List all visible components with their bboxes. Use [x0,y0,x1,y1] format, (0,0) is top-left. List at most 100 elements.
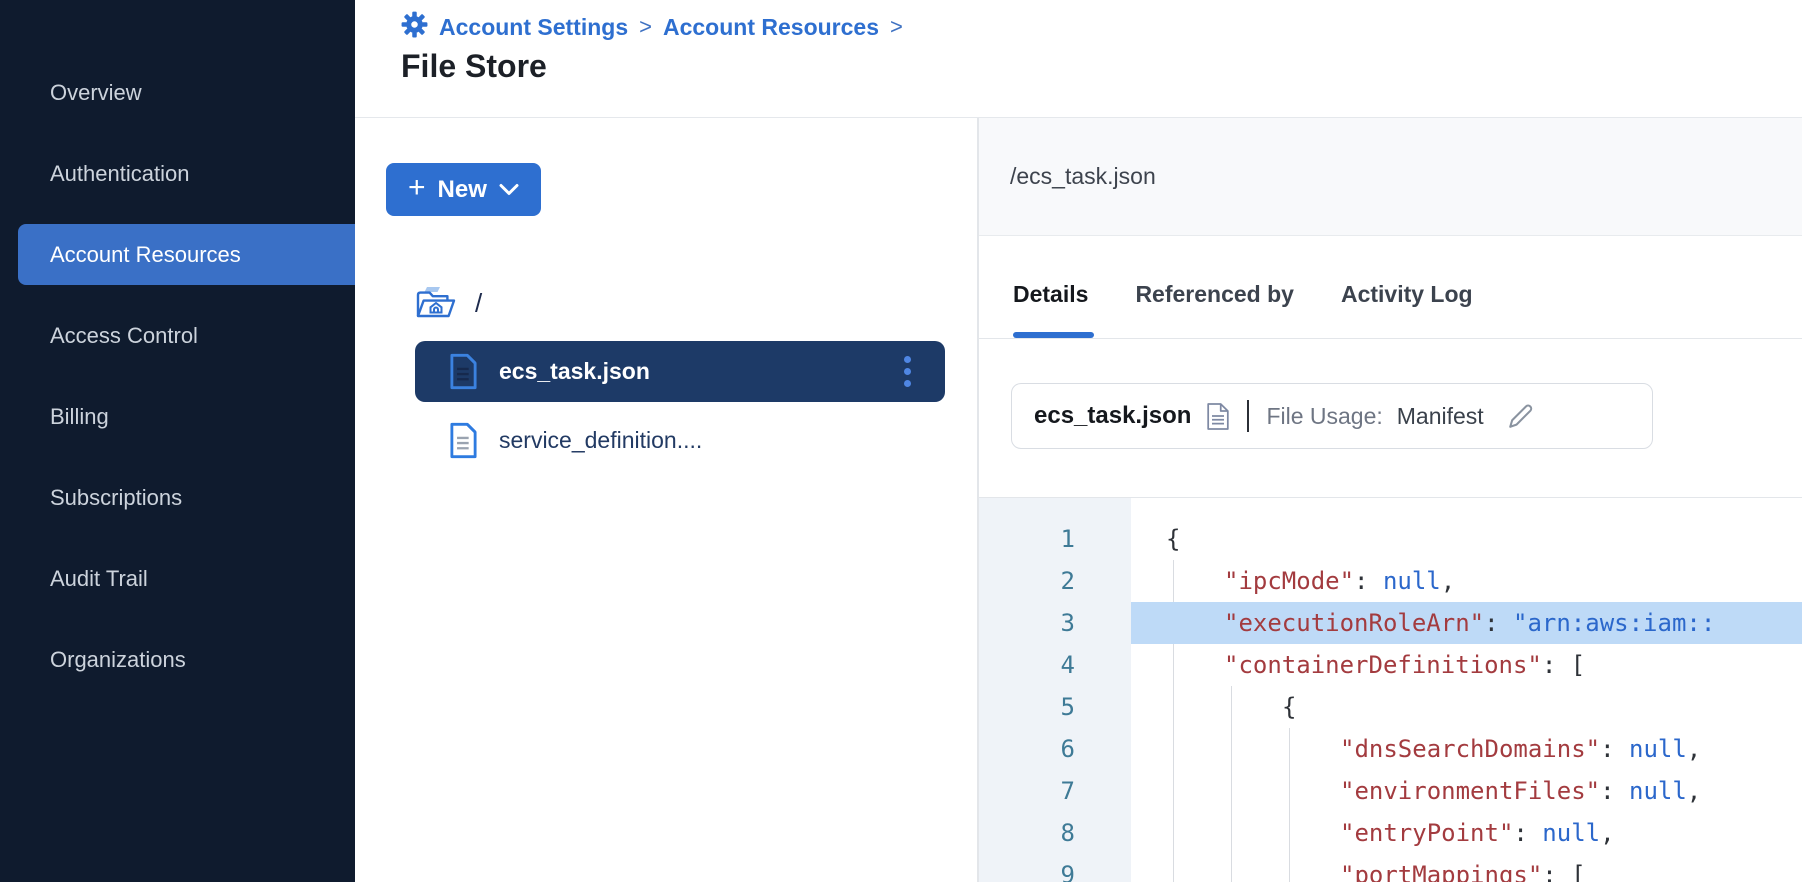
root-folder-row[interactable]: / [415,281,482,325]
vertical-divider [1247,400,1250,432]
detail-tabs: Details Referenced by Activity Log [979,236,1802,339]
active-tab-underline [1013,332,1095,338]
code-content: {"ipcMode": null,"executionRoleArn": "ar… [1131,498,1802,882]
json-punctuation: : [ [1541,651,1586,679]
breadcrumb-separator: > [890,14,903,39]
home-folder-icon [415,285,457,321]
sidebar-item-authentication[interactable]: Authentication [0,143,355,204]
breadcrumb: Account Settings>Account Resources> [401,11,1802,43]
json-key: "containerDefinitions" [1224,651,1542,679]
sidebar-item-subscriptions[interactable]: Subscriptions [0,467,355,528]
tab-label: Activity Log [1340,281,1473,307]
line-number: 6 [1060,735,1075,763]
file-icon [448,422,479,459]
sidebar-item-label: Audit Trail [50,565,148,591]
json-key: "dnsSearchDomains" [1340,735,1601,763]
code-text: "ipcMode": null, [1131,560,1455,602]
json-value: "arn:aws:iam:: [1513,609,1716,637]
indent-guide [1173,854,1174,882]
kebab-menu-icon[interactable] [900,352,915,391]
sidebar-item-label: Authentication [50,160,190,186]
sidebar-item-label: Organizations [50,646,186,672]
code-line: { [1131,518,1802,560]
indent-guide [1173,812,1174,854]
file-path: /ecs_task.json [1010,163,1156,189]
line-number: 8 [1060,819,1075,847]
code-text: "executionRoleArn": "arn:aws:iam:: [1131,602,1715,644]
code-text: { [1131,686,1296,728]
code-text: "environmentFiles": null, [1131,770,1701,812]
file-icon [448,353,479,390]
file-info-card: ecs_task.json File Usage: Manifest [1011,383,1653,449]
pencil-icon[interactable] [1506,402,1535,431]
json-value: null [1629,777,1687,805]
tab-activity-log[interactable]: Activity Log [1341,236,1473,338]
sidebar-item-overview[interactable]: Overview [0,62,355,123]
new-button[interactable]: + New [386,163,541,216]
json-punctuation: , [1686,735,1702,763]
code-line: "entryPoint": null, [1131,812,1802,854]
code-text: "entryPoint": null, [1131,812,1615,854]
json-punctuation: , [1440,567,1456,595]
indent-guide [1289,728,1290,770]
file-row[interactable]: service_definition.... [415,414,945,466]
sidebar-item-label: Account Resources [50,241,241,267]
tab-details[interactable]: Details [1013,236,1095,338]
file-store-panel: + New [355,118,977,882]
indent-guide [1231,728,1232,770]
json-key: "portMappings" [1340,861,1543,882]
plus-icon: + [408,171,426,204]
json-value: null [1542,819,1601,847]
json-punctuation: { [1282,693,1297,721]
indent-guide [1173,644,1174,686]
file-row[interactable]: ecs_task.json [415,341,945,402]
tab-label: Referenced by [1135,281,1294,307]
sidebar-item-organizations[interactable]: Organizations [0,629,355,690]
sidebar-item-billing[interactable]: Billing [0,386,355,447]
json-punctuation: : [1600,777,1629,805]
tab-referenced-by[interactable]: Referenced by [1135,236,1294,338]
line-number: 7 [1060,777,1075,805]
indent-guide [1173,686,1174,728]
gear-icon [401,11,428,43]
json-punctuation: { [1166,525,1181,553]
indent-guide [1231,854,1232,882]
line-number: 9 [1060,861,1075,882]
file-name: service_definition.... [499,426,703,453]
json-punctuation: : [ [1542,861,1586,882]
line-number: 5 [1060,693,1075,721]
indent-guide [1289,770,1290,812]
breadcrumb-link-account-resources[interactable]: Account Resources [662,13,879,40]
sidebar-item-audit-trail[interactable]: Audit Trail [0,548,355,609]
tab-label: Details [1013,281,1089,307]
root-folder-label: / [475,287,483,318]
file-name: ecs_task.json [499,358,650,384]
json-punctuation: : [1354,567,1383,595]
json-key: "executionRoleArn" [1224,609,1485,637]
file-name: ecs_task.json [1034,402,1192,429]
code-line: { [1131,686,1802,728]
json-punctuation: : [1513,819,1543,847]
sidebar-item-label: Overview [50,79,142,105]
sidebar-item-access-control[interactable]: Access Control [0,305,355,366]
code-text: "containerDefinitions": [ [1131,644,1585,686]
code-line: "containerDefinitions": [ [1131,644,1802,686]
document-icon [1206,402,1230,431]
code-line: "environmentFiles": null, [1131,770,1802,812]
indent-guide [1173,770,1174,812]
sidebar-item-account-resources[interactable]: Account Resources [18,224,355,285]
file-detail-panel: /ecs_task.json Details Referenced by Activ… [979,118,1802,882]
page-header: Account Settings>Account Resources> File… [355,0,1802,118]
line-number: 4 [1060,651,1075,679]
indent-guide [1231,686,1232,728]
code-text: { [1131,518,1180,560]
json-value: null [1629,735,1687,763]
json-punctuation: , [1600,819,1615,847]
content-area: + New [355,118,1802,882]
file-usage-label: File Usage: [1266,402,1383,429]
breadcrumb-link-account-settings[interactable]: Account Settings [439,13,629,40]
sidebar-item-label: Billing [50,403,109,429]
